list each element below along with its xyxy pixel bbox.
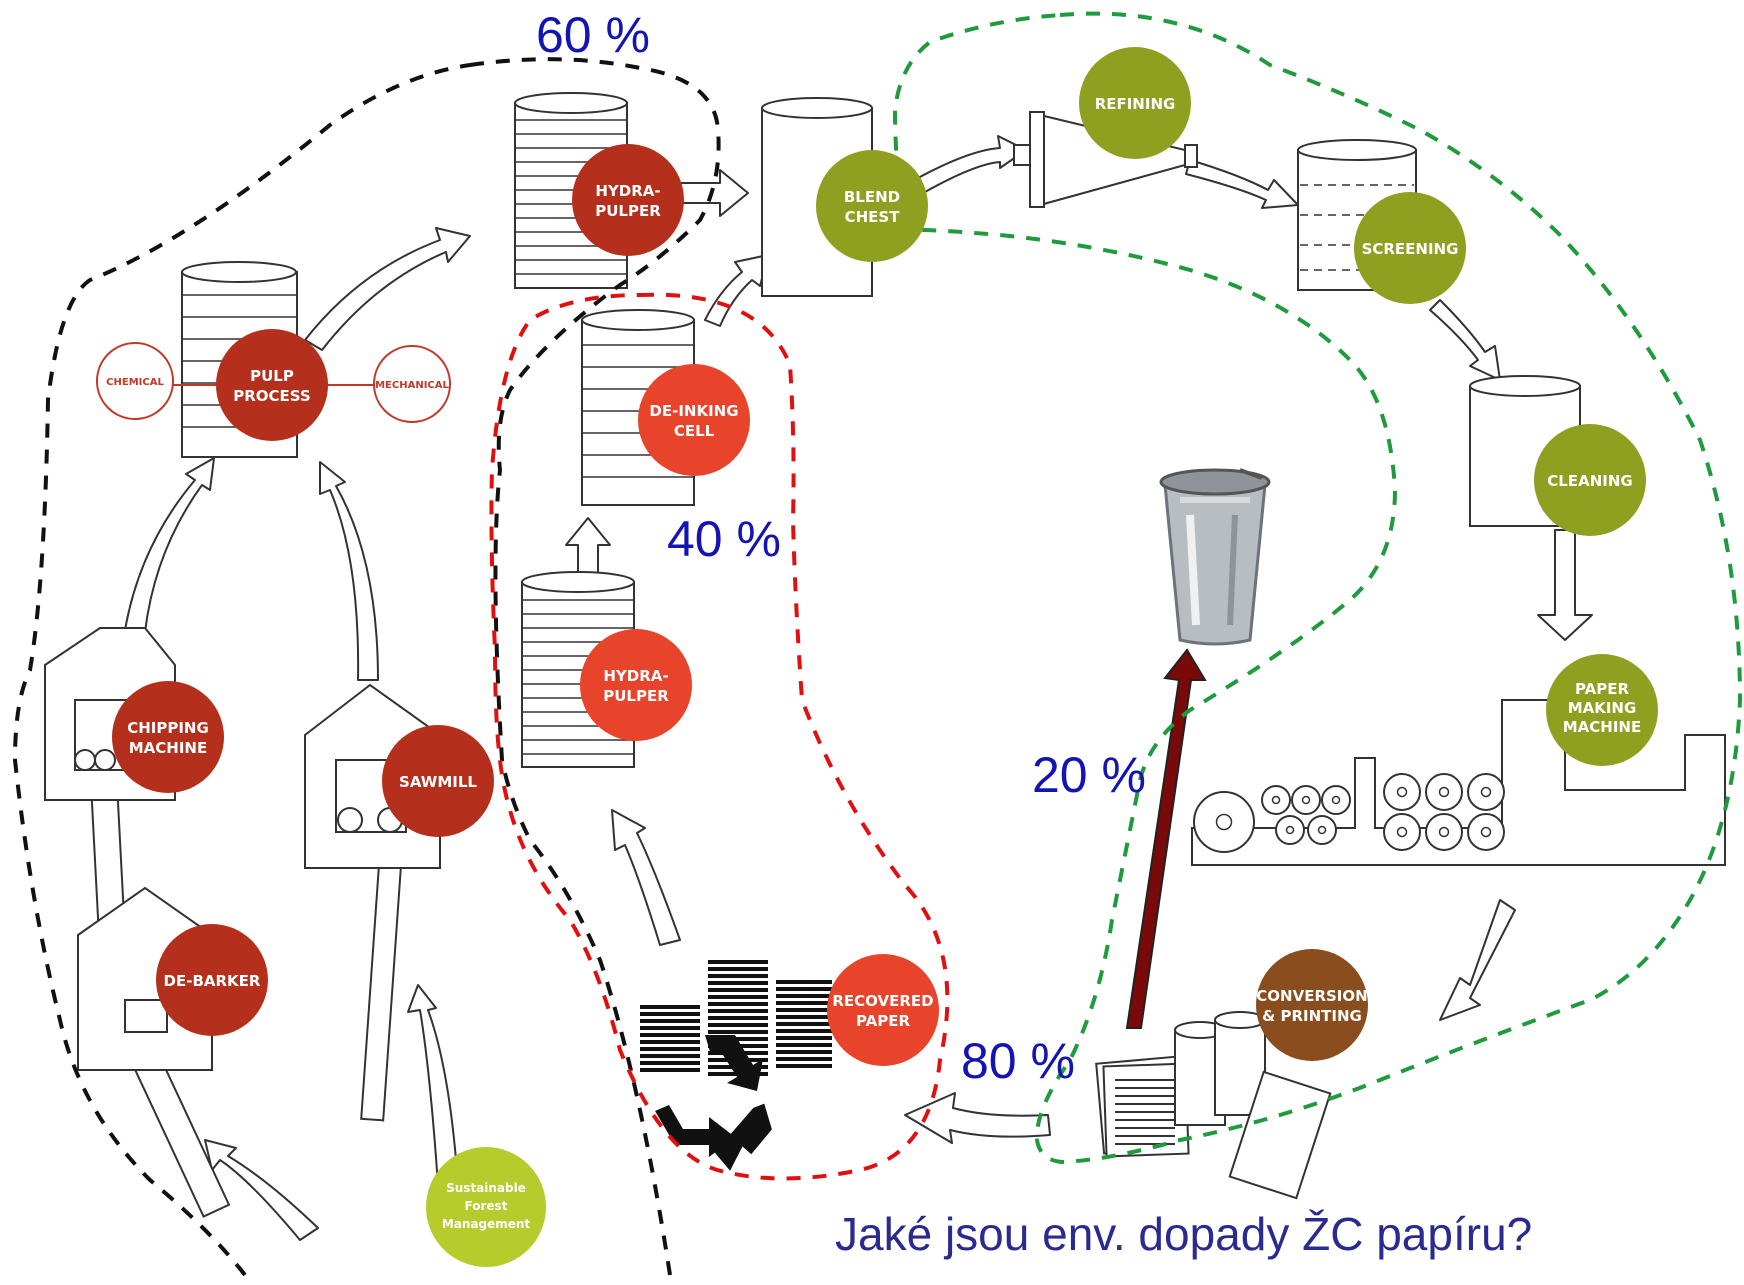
arrow-forest-to-sawmill — [407, 984, 459, 1186]
flow-arrows — [124, 135, 1593, 1241]
recovered-fibre-boundary — [489, 292, 950, 1181]
node-pulp-process: PULP PROCESS — [150, 329, 382, 441]
arrow-recovered-to-hydrapulper — [611, 809, 681, 946]
svg-text:PAPER: PAPER — [856, 1012, 910, 1030]
svg-text:CONVERSION: CONVERSION — [1256, 987, 1367, 1005]
paper-roll-icon — [1193, 773, 1505, 853]
node-sawmill: SAWMILL — [382, 725, 494, 837]
svg-text:Management: Management — [442, 1217, 531, 1231]
node-hydrapulper-top: HYDRA- PULPER — [572, 144, 684, 256]
percentage-landfill: 20 % — [1032, 747, 1146, 803]
svg-text:CLEANING: CLEANING — [1547, 472, 1632, 490]
svg-text:DE-BARKER: DE-BARKER — [164, 972, 261, 990]
vessel-hydrapulper-top — [514, 92, 628, 289]
arrow-screening-to-cleaning — [1429, 299, 1501, 381]
paper-production-boundary — [892, 11, 1743, 1165]
svg-text:MECHANICAL: MECHANICAL — [375, 380, 449, 391]
arrow-refining-to-screening — [1185, 159, 1299, 209]
svg-text:& PRINTING: & PRINTING — [1262, 1007, 1362, 1025]
node-deinking-cell: DE-INKING CELL — [638, 364, 750, 476]
node-debarker: DE-BARKER — [156, 924, 268, 1036]
svg-text:CHEST: CHEST — [845, 208, 901, 226]
question-text: Jaké jsou env. dopady ŽC papíru? — [835, 1208, 1532, 1260]
node-mechanical: MECHANICAL — [373, 345, 451, 423]
node-paper-making-machine: PAPER MAKING MACHINE — [1546, 654, 1658, 766]
svg-text:PROCESS: PROCESS — [233, 387, 310, 405]
node-cleaning: CLEANING — [1534, 424, 1646, 536]
node-chemical: CHEMICAL — [96, 342, 174, 420]
trash-bin-icon — [1159, 468, 1271, 646]
svg-text:HYDRA-: HYDRA- — [595, 182, 660, 200]
node-hydrapulper-bottom: HYDRA- PULPER — [580, 629, 692, 741]
node-recovered-paper: RECOVERED PAPER — [827, 954, 939, 1066]
svg-text:PULP: PULP — [250, 367, 294, 385]
svg-text:Sustainable: Sustainable — [446, 1181, 526, 1195]
arrow-sawmill-to-pulp — [319, 461, 379, 681]
svg-text:HYDRA-: HYDRA- — [603, 667, 668, 685]
node-chipping-machine: CHIPPING MACHINE — [112, 681, 224, 793]
svg-text:RECOVERED: RECOVERED — [832, 992, 933, 1010]
svg-text:SAWMILL: SAWMILL — [399, 773, 477, 791]
node-conversion-printing: CONVERSION & PRINTING — [1256, 949, 1368, 1061]
node-sustainable-forest: Sustainable Forest Management — [426, 1147, 546, 1267]
node-screening: SCREENING — [1354, 192, 1466, 304]
arrow-chipping-to-pulp — [124, 457, 215, 633]
svg-text:CHEMICAL: CHEMICAL — [106, 377, 164, 388]
svg-text:MACHINE: MACHINE — [129, 739, 207, 757]
svg-text:CELL: CELL — [674, 422, 715, 440]
arrow-forest-to-debarker — [204, 1139, 319, 1241]
svg-text:CHIPPING: CHIPPING — [127, 719, 209, 737]
vessel-refiner — [1013, 111, 1198, 208]
virgin-fibre-boundary — [12, 57, 721, 1277]
svg-text:BLEND: BLEND — [844, 188, 900, 206]
svg-text:DE-INKING: DE-INKING — [649, 402, 738, 420]
arrow-blend-to-refining — [917, 135, 1027, 193]
percentage-recovered: 40 % — [667, 511, 781, 567]
arrow-deinking-to-blend — [704, 254, 769, 327]
percentage-recycled: 80 % — [961, 1033, 1075, 1089]
arrow-cleaning-to-papermachine — [1537, 529, 1593, 641]
paper-stack-icon — [1095, 1011, 1332, 1200]
arrow-pulp-to-hydrapulper — [304, 227, 471, 351]
svg-text:PULPER: PULPER — [603, 687, 669, 705]
svg-text:REFINING: REFINING — [1095, 95, 1176, 113]
svg-text:MACHINE: MACHINE — [1563, 718, 1641, 736]
arrow-machine-to-conversion — [1439, 899, 1516, 1021]
svg-text:Forest: Forest — [465, 1199, 508, 1213]
svg-text:PAPER: PAPER — [1575, 680, 1629, 698]
percentage-virgin: 60 % — [536, 7, 650, 63]
paper-machine — [1191, 699, 1726, 866]
svg-text:PULPER: PULPER — [595, 202, 661, 220]
landfill-arrow — [1125, 648, 1207, 1029]
node-blend-chest: BLEND CHEST — [816, 150, 928, 262]
arrow-conversion-to-recovered — [904, 1092, 1051, 1144]
node-refining: REFINING — [1079, 47, 1191, 159]
svg-text:MAKING: MAKING — [1568, 699, 1637, 717]
svg-text:SCREENING: SCREENING — [1362, 240, 1459, 258]
